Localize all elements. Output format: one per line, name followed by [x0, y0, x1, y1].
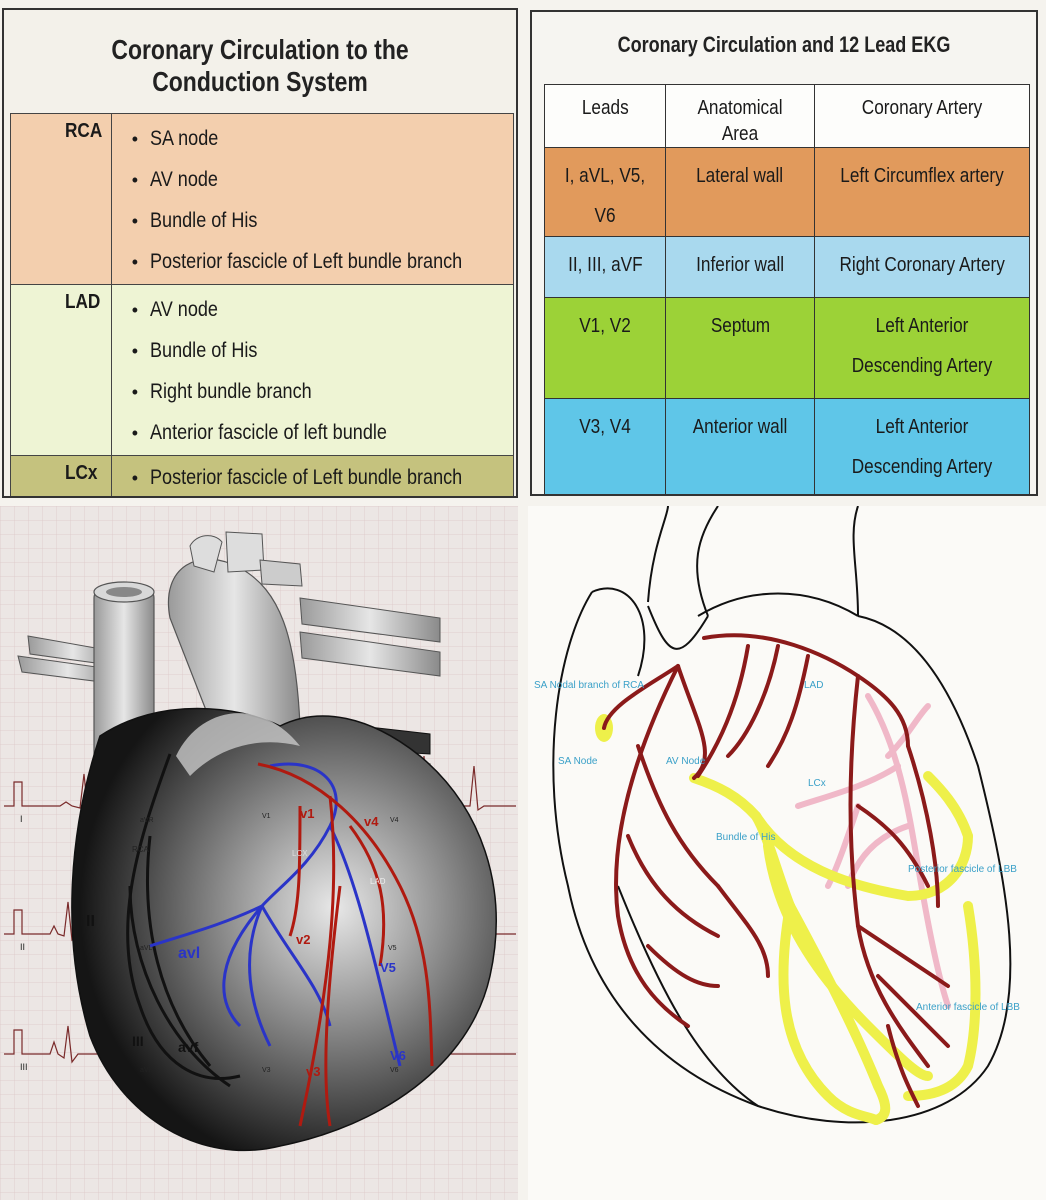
label-lcx: LCx	[808, 778, 826, 789]
label-v3: v3	[306, 1064, 320, 1079]
strip-label-avr: aVR	[140, 817, 154, 824]
label-posterior-fascicle: Posterior fascicle of LBB	[908, 864, 1017, 875]
artery-lad: LAD	[10, 284, 112, 456]
heart-leads-panel: v1 v4 v2 v3 V5 V6 avl avf II III RCA LCX…	[0, 506, 518, 1200]
coronary-arteries	[602, 633, 950, 1108]
conduction-panel: Coronary Circulation to the Conduction S…	[2, 8, 518, 498]
strip-label-v5: V5	[388, 945, 397, 952]
strip-label-i: I	[20, 814, 23, 824]
table-row: RCA •SA node •AV node •Bundle of His •Po…	[10, 113, 515, 285]
label-v5: V5	[380, 960, 396, 975]
label-anterior-fascicle: Anterior fascicle of LBB	[916, 1002, 1020, 1013]
list-item: •AV node	[131, 168, 218, 191]
label-v2: v2	[296, 932, 310, 947]
header-artery: Coronary Artery	[814, 84, 1030, 148]
heart-leads-diagram: v1 v4 v2 v3 V5 V6 avl avf II III RCA LCX…	[0, 506, 518, 1200]
label-lad: LAD	[370, 877, 386, 886]
strip-label-ii: II	[20, 942, 25, 952]
table-row: II, III, aVF Inferior wall Right Coronar…	[544, 236, 1030, 298]
list-item: •Bundle of His	[131, 209, 258, 232]
label-sa-branch: SA Nodal branch of RCA	[534, 680, 644, 691]
table-row: I, aVL, V5, V6 Lateral wall Left Circumf…	[544, 147, 1030, 237]
label-v1: v1	[300, 806, 314, 821]
list-item: •Right bundle branch	[131, 380, 312, 403]
ekg-title: Coronary Circulation and 12 Lead EKG	[617, 32, 951, 57]
list-item: •AV node	[131, 298, 218, 321]
label-lad: LAD	[804, 680, 823, 691]
ekg-panel: Coronary Circulation and 12 Lead EKG Lea…	[530, 10, 1038, 496]
strip-label-v4: V4	[390, 817, 399, 824]
heart-body	[71, 707, 497, 1152]
list-item: •Anterior fascicle of left bundle	[131, 421, 387, 444]
list-item: •Posterior fascicle of Left bundle branc…	[131, 466, 463, 489]
artery-rca: RCA	[10, 113, 112, 285]
label-v6: V6	[390, 1048, 406, 1063]
ekg-table: Leads Anatomical Area Coronary Artery I,…	[544, 84, 1030, 494]
label-sa-node: SA Node	[558, 756, 598, 767]
rca-artery	[126, 753, 241, 1088]
label-bundle-of-his: Bundle of His	[716, 832, 775, 843]
label-av-node: AV Node	[666, 756, 706, 767]
strip-label-v1: V1	[262, 813, 271, 820]
artery-lcx: LCx	[10, 455, 112, 496]
table-row: V3, V4 Anterior wall Left Anterior Desce…	[544, 398, 1030, 494]
table-header-row: Leads Anatomical Area Coronary Artery	[544, 84, 1030, 148]
label-avl: avl	[178, 945, 200, 962]
conduction-title: Coronary Circulation to the Conduction S…	[111, 34, 409, 97]
table-row: LCx •Posterior fascicle of Left bundle b…	[10, 455, 515, 496]
conduction-table: RCA •SA node •AV node •Bundle of His •Po…	[10, 113, 515, 496]
label-v4: v4	[364, 814, 379, 829]
table-row: V1, V2 Septum Left Anterior Descending A…	[544, 297, 1030, 399]
strip-label-iii: III	[20, 1062, 28, 1072]
label-lcx: LCX	[292, 849, 308, 858]
header-leads: Leads	[544, 84, 666, 148]
strip-label-v6: V6	[390, 1067, 399, 1074]
list-item: •Bundle of His	[131, 339, 258, 362]
strip-label-avl: aVL	[140, 945, 153, 952]
conduction-map-panel: SA Nodal branch of RCA SA Node AV Node L…	[528, 506, 1046, 1200]
header-area: Anatomical Area	[665, 84, 815, 148]
lad-artery	[257, 762, 434, 1127]
label-avf: avf	[178, 1039, 199, 1055]
conduction-map-diagram: SA Nodal branch of RCA SA Node AV Node L…	[534, 506, 1020, 1125]
table-row: LAD •AV node •Bundle of His •Right bundl…	[10, 284, 515, 456]
lcx-artery	[149, 762, 402, 1067]
label-lead-iii: III	[132, 1033, 144, 1049]
list-item: •SA node	[131, 127, 219, 150]
label-rca: RCA	[132, 845, 150, 854]
strip-label-avf: aVF	[140, 1067, 153, 1074]
list-item: •Posterior fascicle of Left bundle branc…	[131, 250, 463, 273]
strip-label-v3: V3	[262, 1067, 271, 1074]
label-lead-ii: II	[86, 913, 95, 930]
